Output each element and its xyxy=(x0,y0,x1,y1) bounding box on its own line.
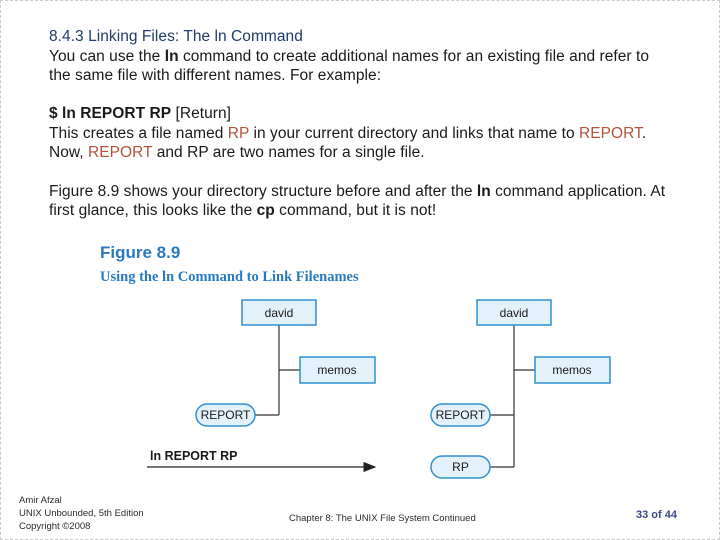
after-rp-node: RP xyxy=(430,455,491,479)
figure-text-1: Figure 8.9 shows your directory structur… xyxy=(49,183,477,200)
after-report-label: REPORT xyxy=(436,408,486,422)
page-number: 33 of 44 xyxy=(636,509,677,521)
figure-text-2: command application. At first glance, th… xyxy=(49,183,666,219)
before-memos-label: memos xyxy=(317,363,356,377)
before-report-node: REPORT xyxy=(195,403,256,427)
figure-text-3: command, but it is not! xyxy=(274,202,437,219)
explain-text-3: . Now, xyxy=(49,125,647,161)
before-dir-node: david xyxy=(241,299,317,326)
before-connectors xyxy=(254,325,300,416)
figure-label: Figure 8.9 xyxy=(100,243,180,262)
directory-diagram: Figure 8.9 Using the ln Command to Link … xyxy=(100,243,611,479)
after-memos-label: memos xyxy=(552,363,591,377)
slide-title: 8.4.3 Linking Files: The ln Command xyxy=(49,28,303,45)
intro-paragraph: You can use the ln command to create add… xyxy=(49,47,669,85)
footer-author: Amir Afzal xyxy=(19,495,62,506)
report-filename: REPORT xyxy=(579,125,642,142)
ln-command: ln xyxy=(164,48,179,65)
command-text: $ ln REPORT RP xyxy=(49,105,172,122)
figure-caption: Using the ln Command to Link Filenames xyxy=(100,269,359,285)
after-dir-label: david xyxy=(500,306,529,320)
after-memos-node: memos xyxy=(534,356,611,384)
after-report-node: REPORT xyxy=(430,403,491,427)
intro-text-2: command to create additional names for a… xyxy=(49,48,650,84)
cp-command-ref: cp xyxy=(256,202,275,219)
footer-copyright: Copyright ©2008 xyxy=(19,521,91,532)
after-dir-node: david xyxy=(476,299,552,326)
footer-book: UNIX Unbounded, 5th Edition xyxy=(19,508,144,519)
command-example: $ ln REPORT RP [Return] xyxy=(49,104,669,123)
explanation-paragraph: This creates a file named RP in your cur… xyxy=(49,124,669,162)
explain-text-1: This creates a file named xyxy=(49,125,228,142)
before-memos-node: memos xyxy=(299,356,376,384)
explain-text-2: in your current directory and links that… xyxy=(249,125,580,142)
intro-text-1: You can use the xyxy=(49,48,165,65)
report-filename-2: REPORT xyxy=(88,144,153,161)
figure-8-9: Figure 8.9 Using the ln Command to Link … xyxy=(97,236,631,492)
before-dir-label: david xyxy=(265,306,294,320)
ln-command-ref: ln xyxy=(476,183,491,200)
figure-description: Figure 8.9 shows your directory structur… xyxy=(49,182,669,220)
return-key-text: [Return] xyxy=(171,105,232,122)
after-connectors xyxy=(490,325,535,468)
rp-filename: RP xyxy=(227,125,250,142)
explain-text-4: and RP are two names for a single file. xyxy=(152,144,425,161)
arrow-command-label: ln REPORT RP xyxy=(150,449,238,463)
before-report-label: REPORT xyxy=(201,408,251,422)
after-rp-label: RP xyxy=(452,460,469,474)
footer-credits: Amir Afzal UNIX Unbounded, 5th Edition C… xyxy=(19,494,144,533)
footer-chapter: Chapter 8: The UNIX File System Continue… xyxy=(289,513,476,524)
